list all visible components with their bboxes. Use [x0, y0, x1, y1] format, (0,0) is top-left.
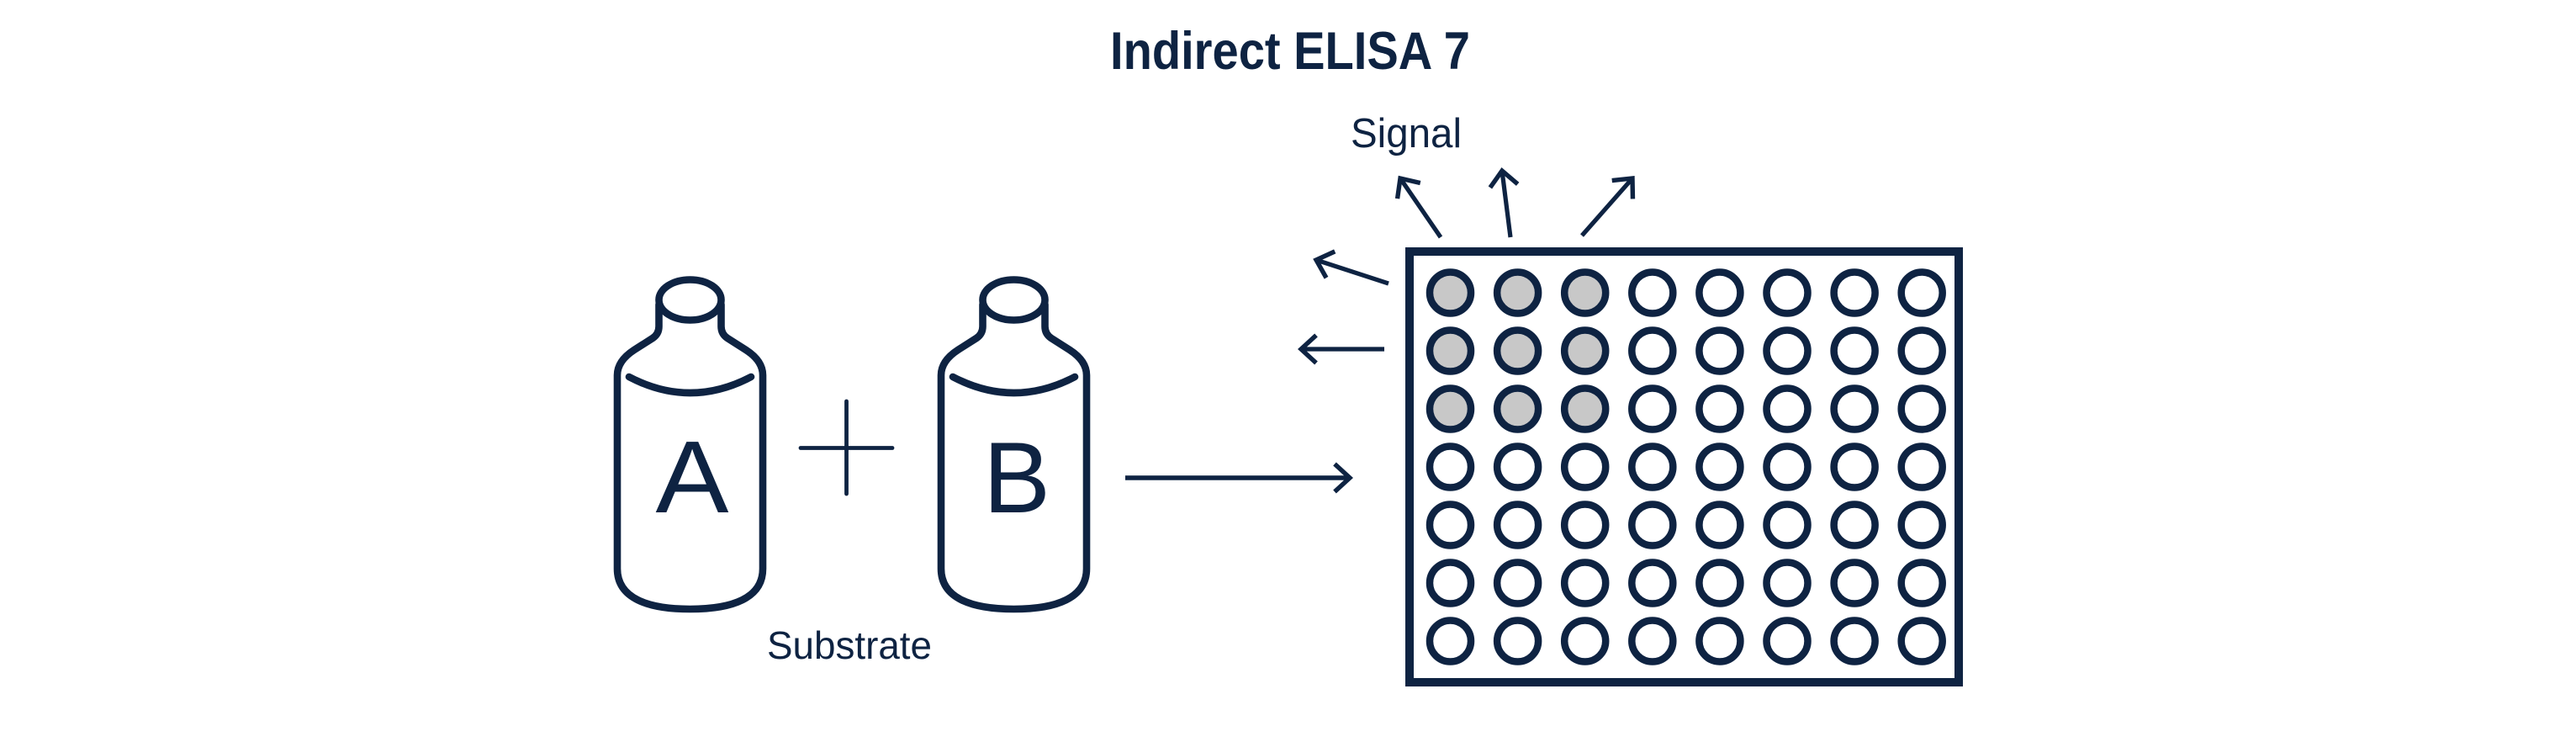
- svg-text:Indirect ELISA 7: Indirect ELISA 7: [1110, 22, 1470, 81]
- svg-text:Substrate: Substrate: [767, 623, 932, 667]
- svg-text:A: A: [656, 420, 730, 534]
- svg-text:Signal: Signal: [1351, 111, 1462, 156]
- svg-text:B: B: [983, 421, 1050, 534]
